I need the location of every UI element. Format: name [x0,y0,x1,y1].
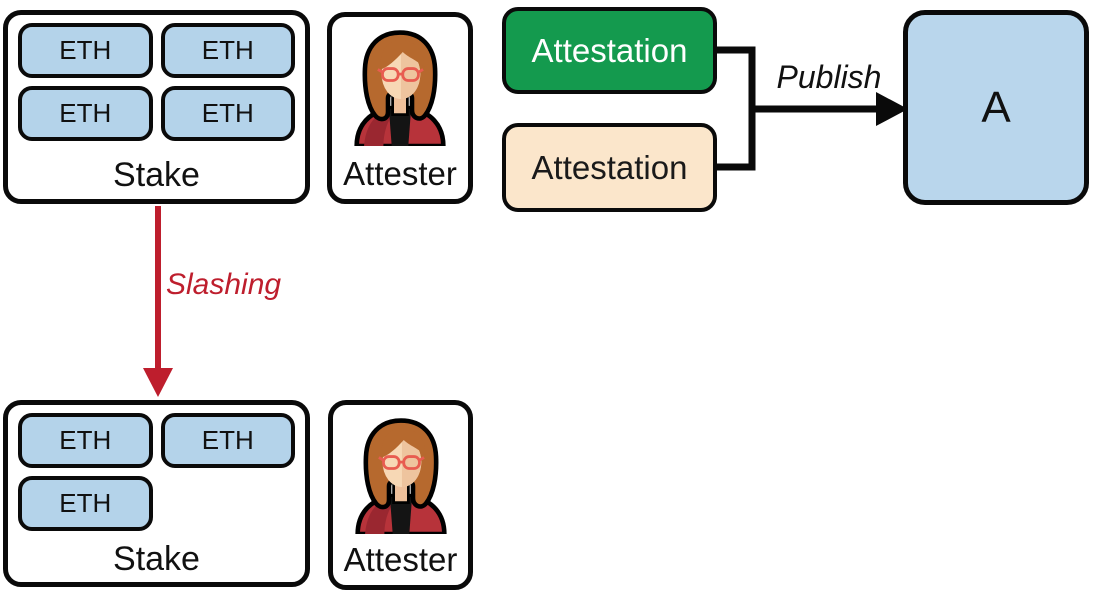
attester-card-after: Attester [328,400,473,590]
eth-token: ETH [18,476,153,531]
eth-token: ETH [160,23,295,78]
token-row: ETH [18,476,295,531]
stake-label: Stake [113,156,200,194]
attester-label: Attester [343,155,457,192]
attestation-label: Attestation [531,148,688,186]
publish-label: Publish [776,59,882,95]
eth-token: ETH [18,413,153,468]
block-a-label: A [981,82,1011,132]
stake-label: Stake [113,540,200,578]
stake-box-after: ETH ETH ETH Stake [3,400,310,587]
token-row: ETH ETH [18,86,295,141]
attester-avatar-icon [354,418,447,534]
eth-token: ETH [160,86,295,141]
attestation-join-connector [717,46,756,171]
attestation-green-box: Attestation [502,7,717,94]
token-row: ETH ETH [18,413,295,468]
attestation-tan-box: Attestation [502,123,717,212]
stake-box-before: ETH ETH ETH ETH Stake [3,10,310,204]
slashing-arrowhead-icon [143,368,173,397]
slashing-label: Slashing [166,268,282,301]
eth-token: ETH [160,413,295,468]
token-row: ETH ETH [18,23,295,78]
attester-card-before: Attester [327,12,473,204]
block-a: A [903,10,1089,205]
attester-label: Attester [343,541,458,578]
eth-token: ETH [18,86,153,141]
attestation-label: Attestation [531,31,688,69]
attester-avatar-icon [354,30,446,146]
eth-token: ETH [18,23,153,78]
